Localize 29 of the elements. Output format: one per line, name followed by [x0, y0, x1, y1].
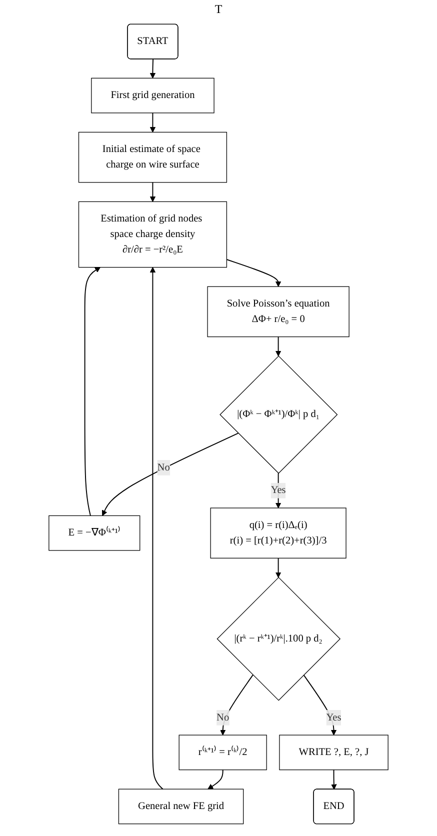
node-box: Initial estimate of space charge on wire surface — [78, 132, 228, 183]
node-box: General new FE grid — [118, 788, 244, 824]
edge-label: Yes — [326, 712, 342, 723]
node-box: q(i) = r(i)Δₑ(i) r(i) = [r(1)+r(2)+r(3)]/3 — [210, 508, 346, 558]
arrow — [150, 267, 164, 790]
node-box: WRITE ?, E, ?, J — [279, 734, 388, 770]
arrow — [275, 336, 282, 356]
node-box: Estimation of grid nodes space charge density ∂r/∂r = −r²/e₀E — [78, 201, 228, 268]
edge-label: No — [157, 462, 170, 473]
arrow — [208, 769, 224, 790]
arrow — [84, 267, 100, 516]
arrow — [102, 432, 239, 516]
arrow — [150, 182, 156, 202]
arrow — [226, 259, 282, 287]
node-box: First grid generation — [91, 78, 214, 114]
node-box: Solve Poisson’s equation ΔΦ+ r/e₀ = 0 — [207, 286, 350, 338]
edge-label: Yes — [270, 484, 286, 496]
arrow — [150, 58, 156, 78]
arrow — [275, 558, 282, 578]
node-box: E = −∇Φ⁽ᵏ⁺¹⁾ — [48, 515, 140, 551]
node-diamond: |(rᵏ − rᵏ⁺¹)/rᵏ|.100 p d₂ — [216, 577, 341, 701]
note-text: T — [214, 2, 222, 16]
node-box: r⁽ᵏ⁺¹⁾ = r⁽ᵏ⁾/2 — [178, 734, 267, 770]
node-diamond: |(Φᵏ − Φᵏ⁺¹)/Φᵏ| p d₁ — [220, 356, 338, 474]
arrow — [331, 769, 337, 790]
edge-label: No — [216, 712, 230, 723]
arrow — [150, 112, 156, 132]
arrow — [303, 674, 337, 736]
arrow — [220, 674, 254, 736]
